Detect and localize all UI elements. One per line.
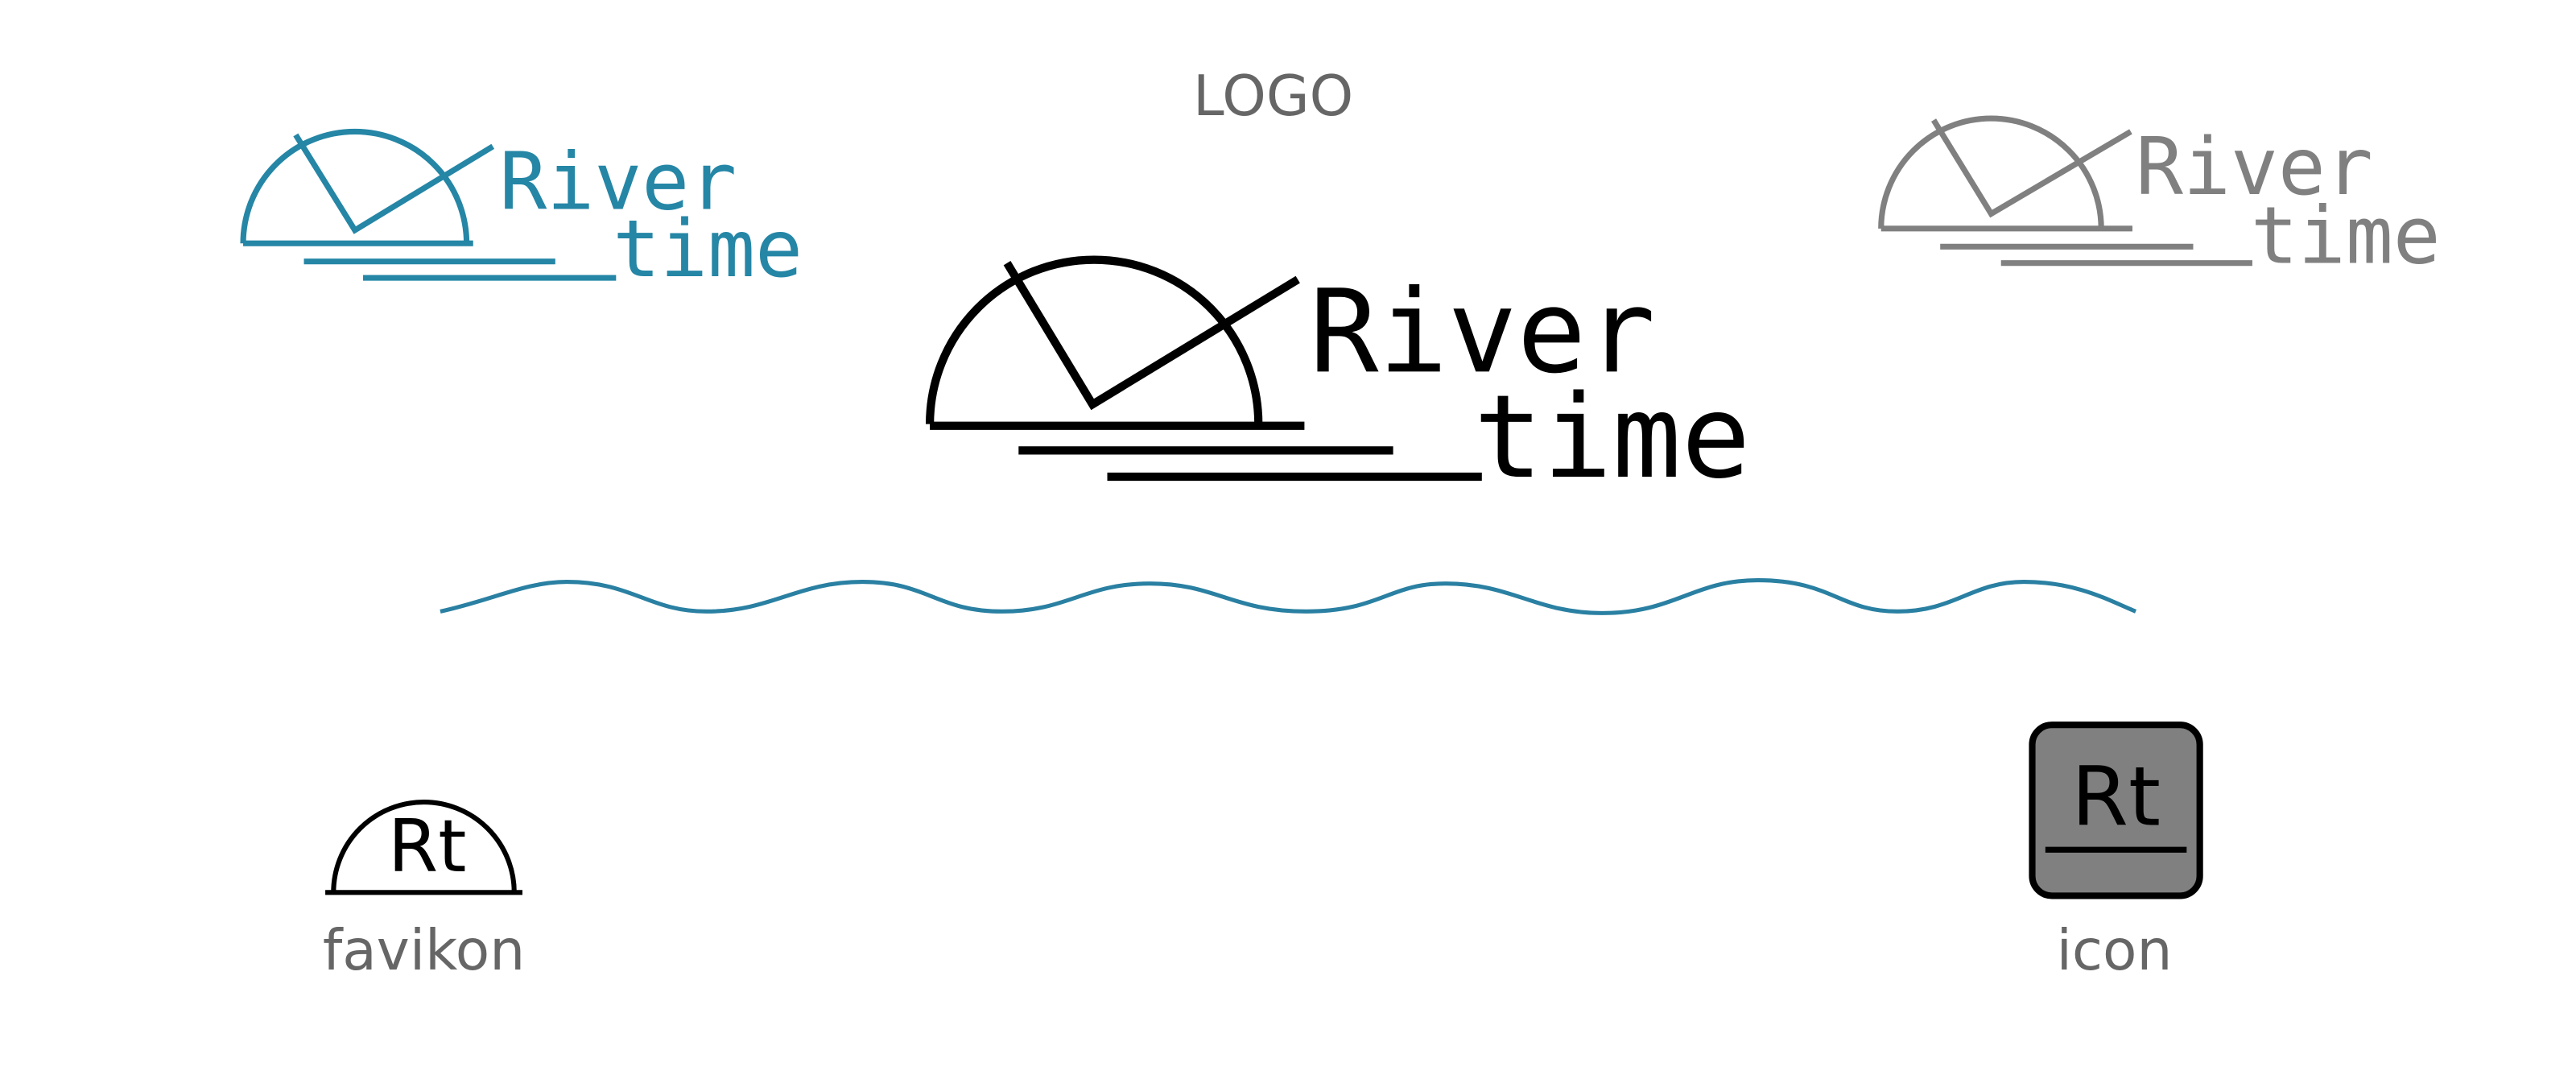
wave-divider (440, 578, 2137, 615)
favicon: Rt favikon (323, 800, 525, 983)
sun-arc-icon (926, 255, 1263, 424)
favicon-caption: favikon (323, 919, 525, 983)
icon-caption: icon (2057, 919, 2173, 983)
logo-text-river: River (1310, 264, 1656, 399)
clock-hand-icon (1930, 118, 2132, 218)
sheet-title: LOGO (1193, 64, 1353, 129)
logo-teal: River time (240, 128, 803, 296)
sun-arc-icon (1878, 115, 2104, 229)
app-icon: Rt icon (2029, 721, 2203, 983)
sun-arc-icon (240, 128, 470, 244)
logo-text-time: time (1474, 370, 1751, 504)
logo-text-river: River (499, 136, 737, 228)
logo-text-river: River (2136, 122, 2373, 213)
dome-icon (331, 800, 517, 893)
logo-gray: River time (1878, 115, 2441, 283)
logo-main: River time (926, 255, 1751, 504)
icon-letters: Rt (2071, 750, 2161, 846)
logo-text-time: time (613, 204, 803, 296)
clock-hand-icon (293, 133, 495, 234)
logo-text-time: time (2251, 191, 2441, 283)
clock-hand-icon (1003, 261, 1300, 411)
favicon-letters: Rt (388, 805, 467, 889)
